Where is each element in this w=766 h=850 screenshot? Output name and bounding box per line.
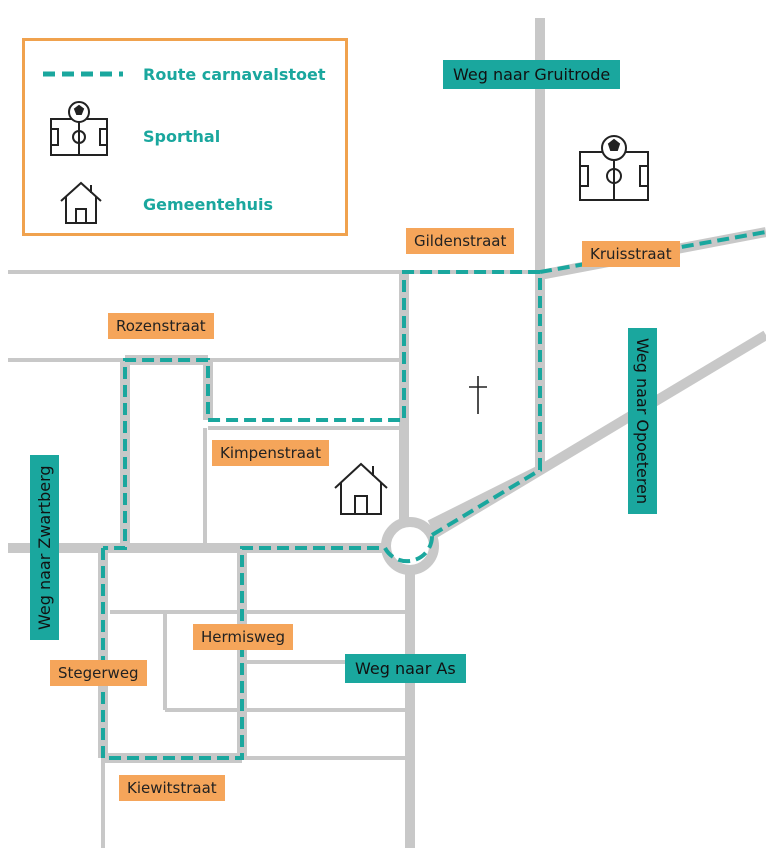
legend-gemeentehuis-label: Gemeentehuis: [143, 195, 274, 214]
sporthal-legend-icon: [50, 101, 108, 156]
legend: Route carnavalstoet Sporthal Gemeentehui…: [22, 38, 348, 236]
road-label-zwartberg: Weg naar Zwartberg: [30, 455, 59, 640]
gemeentehuis-legend-icon: [60, 181, 102, 224]
church-cross-icon: [469, 376, 487, 414]
road-label-opoeteren: Weg naar Opoeteren: [628, 328, 657, 515]
street-label-kiewitstraat: Kiewitstraat: [119, 775, 225, 801]
road-label-as: Weg naar As: [345, 654, 466, 683]
street-label-stegerweg: Stegerweg: [50, 660, 147, 686]
street-label-kimpenstraat: Kimpenstraat: [212, 440, 330, 466]
street-label-gildenstraat: Gildenstraat: [406, 228, 515, 254]
road-label-gruitrode: Weg naar Gruitrode: [443, 60, 621, 89]
street-label-hermisweg: Hermisweg: [193, 624, 294, 650]
sporthal-icon: [579, 135, 649, 201]
route-dash-icon: [43, 71, 123, 77]
street-label-rozenstraat: Rozenstraat: [108, 313, 214, 339]
legend-sporthal-label: Sporthal: [143, 127, 221, 146]
legend-route-label: Route carnavalstoet: [143, 65, 326, 84]
gemeentehuis-icon: [334, 462, 388, 515]
minor-roads: [8, 270, 540, 848]
street-label-kruisstraat: Kruisstraat: [582, 241, 680, 267]
